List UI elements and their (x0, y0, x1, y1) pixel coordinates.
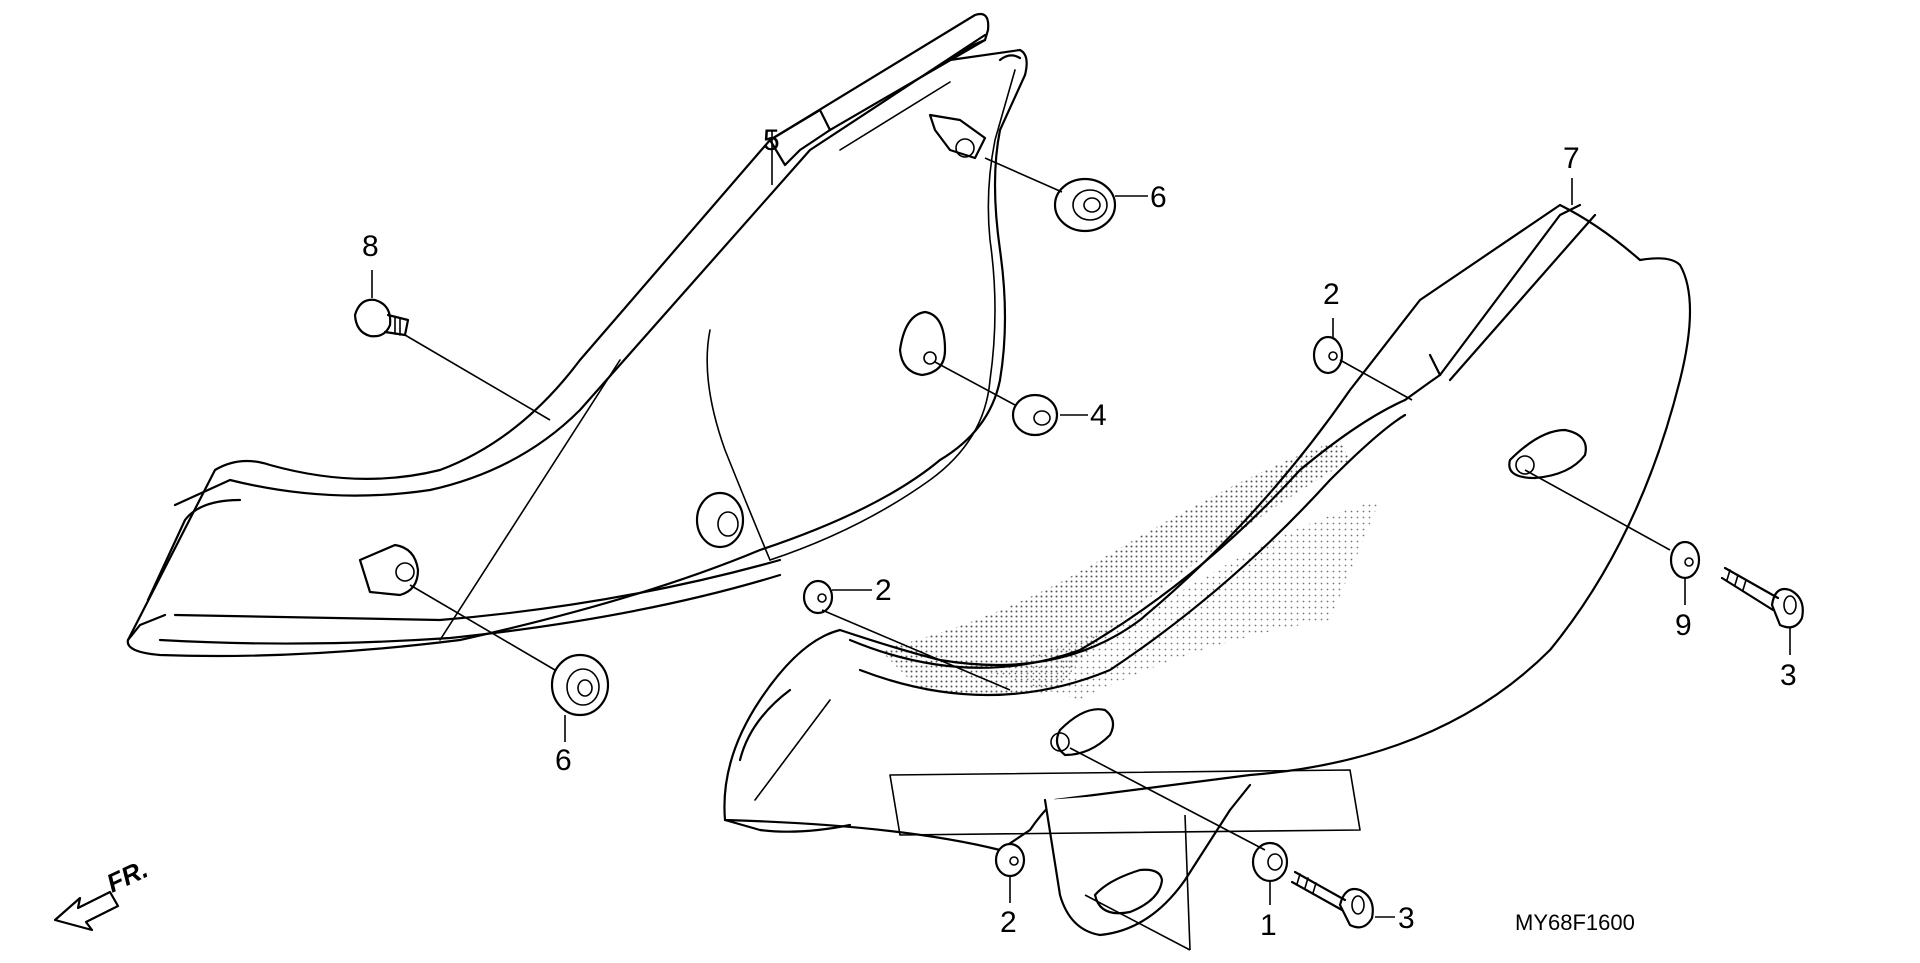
callout-6-top: 6 (1150, 181, 1167, 214)
callout-7: 7 (1563, 142, 1580, 175)
screw-3-right (1720, 566, 1804, 629)
callout-9: 9 (1675, 609, 1692, 642)
screw-3-bottom (1290, 870, 1374, 929)
grommet-top (1053, 177, 1117, 233)
washer-2-low (994, 842, 1026, 878)
grommet-bottom (550, 653, 610, 717)
washer-9 (1669, 540, 1701, 580)
right-side-cover (723, 203, 1692, 937)
left-side-cover (126, 12, 1028, 658)
callout-3-right: 3 (1780, 659, 1797, 692)
callout-2-top: 2 (1323, 278, 1340, 311)
callout-5: 5 (763, 124, 780, 157)
leader-lines (371, 130, 1791, 951)
collar-part-4 (1011, 393, 1059, 437)
callout-1: 1 (1260, 909, 1277, 942)
callout-2-mid: 2 (875, 574, 892, 607)
callout-8: 8 (362, 230, 379, 263)
front-direction-indicator: FR. (53, 854, 153, 932)
callout-2-low: 2 (1000, 906, 1017, 939)
washer-2-mid (802, 579, 834, 615)
arrow-icon (53, 890, 120, 932)
collar-part-1 (1251, 841, 1289, 883)
callout-6-bottom: 6 (555, 744, 572, 777)
washer-2-top (1312, 335, 1344, 375)
diagram-code: MY68F1600 (1515, 910, 1635, 935)
callout-labels: 5 6 8 4 6 2 7 2 9 3 2 1 3 (362, 124, 1797, 942)
callout-3-bottom: 3 (1398, 902, 1415, 935)
callout-4: 4 (1090, 399, 1107, 432)
bolt-part-8 (353, 298, 410, 338)
